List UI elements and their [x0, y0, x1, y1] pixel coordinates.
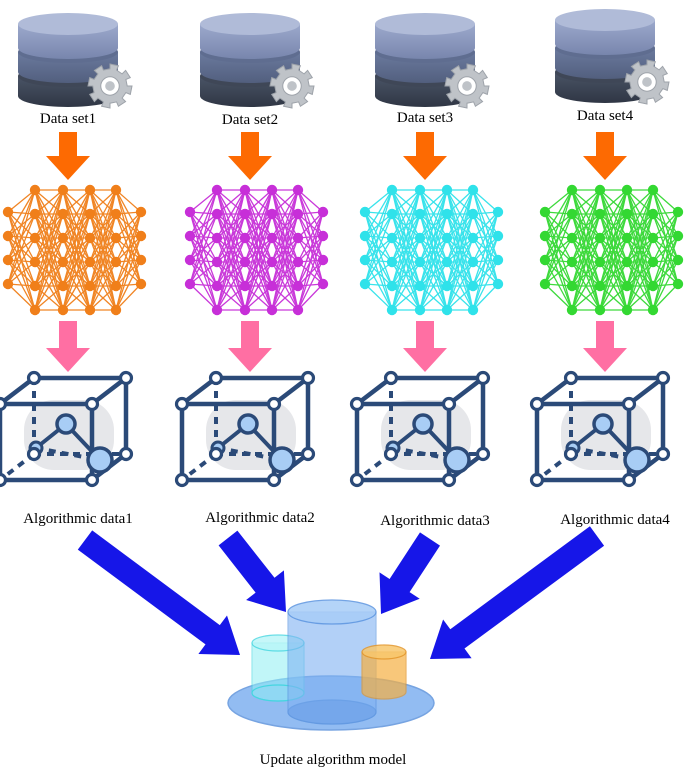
- blue-arrow: [430, 526, 605, 659]
- cube-graph-icon: [174, 370, 316, 488]
- neural-network-icon: [359, 184, 504, 316]
- gear-icon: [87, 63, 133, 109]
- dataset-label: Data set1: [40, 111, 96, 127]
- neural-network-icon: [2, 184, 147, 316]
- neural-network-icon: [539, 184, 684, 316]
- orange-down-arrow: [403, 132, 447, 180]
- gear-icon: [444, 63, 490, 109]
- algorithmic-data-label: Algorithmic data1: [23, 511, 133, 527]
- blue-arrow: [379, 532, 440, 614]
- database-icon: [200, 13, 315, 109]
- update-model-graphic: [227, 599, 435, 731]
- pink-down-arrow: [583, 321, 627, 372]
- orange-down-arrow: [228, 132, 272, 180]
- gear-icon: [624, 59, 670, 105]
- dataset-label: Data set4: [577, 108, 634, 124]
- pink-down-arrow: [228, 321, 272, 372]
- algorithmic-data-label: Algorithmic data3: [380, 513, 490, 529]
- dataset-label: Data set2: [222, 112, 278, 128]
- cube-graph-icon: [0, 370, 134, 488]
- algorithmic-data-label: Algorithmic data4: [560, 512, 670, 528]
- orange-down-arrow: [46, 132, 90, 180]
- neural-network-icon: [184, 184, 329, 316]
- database-icon: [375, 13, 490, 109]
- blue-arrow: [77, 530, 240, 655]
- pink-down-arrow: [403, 321, 447, 372]
- output-label: Update algorithm model: [260, 752, 407, 768]
- cube-graph-icon: [349, 370, 491, 488]
- orange-down-arrow: [583, 132, 627, 180]
- database-icon: [18, 13, 133, 109]
- pink-down-arrow: [46, 321, 90, 372]
- blue-arrow: [218, 530, 286, 612]
- algorithmic-data-label: Algorithmic data2: [205, 510, 315, 526]
- dataset-label: Data set3: [397, 110, 453, 126]
- database-icon: [555, 9, 670, 105]
- gear-icon: [269, 63, 315, 109]
- cube-graph-icon: [529, 370, 671, 488]
